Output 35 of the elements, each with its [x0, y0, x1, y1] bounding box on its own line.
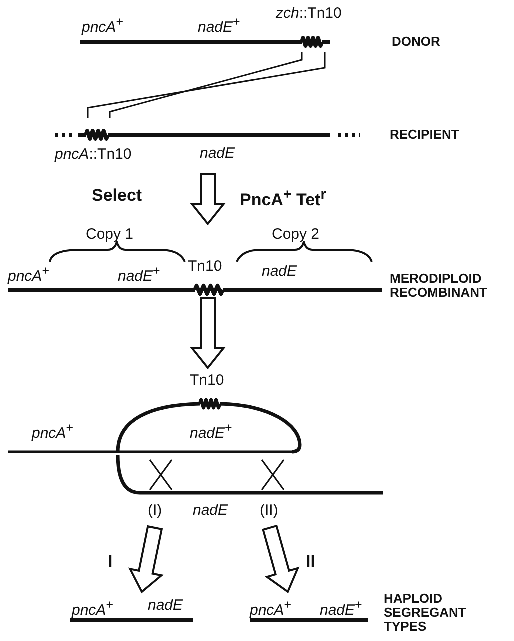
gene-label: pncA$^{+}$ — [8, 263, 50, 285]
gene-label: pncA$^{+}$ — [72, 597, 114, 619]
crossover-line — [109, 52, 303, 118]
gene-label: nadE$^{+}$ — [190, 420, 232, 442]
gene-label: pncA$^{+}$ — [32, 420, 74, 442]
block-arrow — [190, 297, 226, 370]
block-arrow — [190, 173, 226, 226]
crossover-line — [87, 52, 326, 118]
selection-label: PncA$^{+}$ Tet$^{r}$ — [240, 186, 326, 210]
gene-label: nadE — [262, 263, 298, 280]
gene-label: pncA::Tn10 — [55, 146, 132, 163]
gene-label: nadE$^{+}$ — [198, 14, 240, 36]
row-label: RECIPIENT — [390, 128, 460, 142]
gene-label: nadE — [193, 502, 228, 519]
gene-label: zch::Tn10 — [276, 5, 342, 22]
gene-label: Tn10 — [188, 258, 222, 275]
gene-label: (I) — [148, 502, 162, 519]
row-label: HAPLOID SEGREGANT TYPES — [384, 592, 468, 634]
gene-label: Copy 2 — [272, 226, 320, 243]
gene-label: nadE — [148, 597, 184, 614]
edge-label: Select — [92, 186, 142, 205]
edge-label: II — [306, 552, 316, 571]
gene-label: Tn10 — [190, 372, 224, 389]
gene-label: pncA$^{+}$ — [250, 597, 292, 619]
gene-label: nadE$^{+}$ — [118, 263, 160, 285]
gene-label: pncA$^{+}$ — [82, 14, 124, 36]
gene-label: (II) — [260, 502, 278, 519]
gene-label: nadE$^{+}$ — [320, 597, 362, 619]
gene-label: nadE — [200, 145, 236, 162]
edge-label: I — [108, 552, 113, 571]
gene-label: Copy 1 — [86, 226, 134, 243]
block-arrow — [262, 524, 300, 594]
row-label: MERODIPLOID RECOMBINANT — [390, 272, 488, 300]
block-arrow — [128, 525, 164, 594]
row-label: DONOR — [392, 35, 442, 49]
